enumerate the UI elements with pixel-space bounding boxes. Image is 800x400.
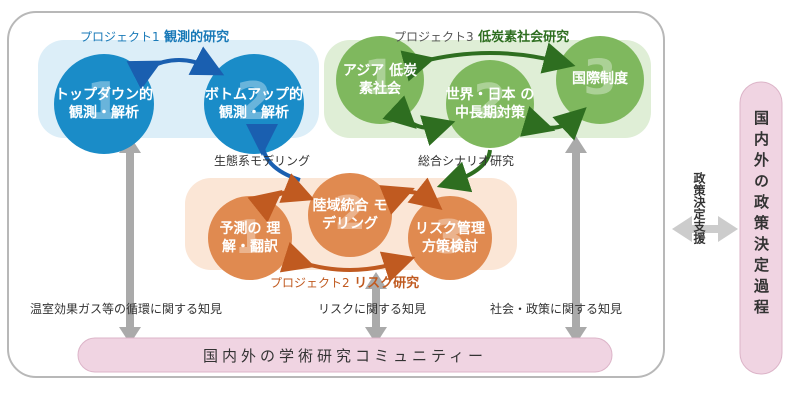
project1-title-main: 観測的研究 (164, 30, 230, 45)
p3-circle3-label: 国際制度 (572, 71, 628, 87)
project1-title: プロジェクト1 観測的研究 (80, 26, 229, 45)
p2-circle-2 (308, 173, 392, 257)
p2-arrow-3 (279, 241, 416, 283)
p3-circle2-label: 世界・日本 の中長期対策 (445, 87, 535, 121)
p1-circle1-number: 1 (85, 72, 123, 132)
p3-circle-2 (446, 60, 534, 148)
community-bar (77, 337, 613, 373)
community-label: 国内外の学術研究コミュニティー (202, 347, 488, 365)
risk-knowledge-label: リスクに関する知見 (318, 302, 427, 316)
p3-circle-3 (556, 36, 644, 124)
p2-arrow-1 (247, 173, 315, 223)
project3-title: プロジェクト3 低炭素社会研究 (394, 26, 569, 45)
arrow-policy-support (672, 216, 738, 242)
p2-circle1-number: 1 (233, 210, 266, 264)
p2-circle1-label: 予測の 理解・翻訳 (219, 221, 281, 255)
p1-circle2-label: ボトムアップ的 観測・解析 (205, 87, 303, 121)
p1-circle2-number: 2 (235, 72, 273, 132)
p1-interlink-arrow (126, 46, 225, 90)
p3-circle3-number: 3 (583, 50, 617, 106)
p2-circle3-number: 3 (433, 210, 466, 264)
p3-circle2-number: 2 (473, 74, 507, 130)
project3-title-prefix: プロジェクト3 (394, 30, 474, 44)
project2-title: プロジェクト2 リスク研究 (270, 272, 419, 291)
p3-circle1-number: 1 (363, 50, 397, 106)
p1-circle1-label: トップダウン的 観測・解析 (55, 87, 153, 121)
project2-title-main: リスク研究 (354, 276, 420, 291)
p3-right-arrow (520, 106, 587, 141)
arrow-society-knowledge (565, 136, 587, 344)
project3-title-main: 低炭素社会研究 (478, 30, 570, 45)
greenhouse-knowledge-label: 温室効果ガス等の循環に関する知見 (30, 302, 223, 316)
policy-process-bar (739, 81, 783, 375)
p2-arrow-2 (379, 177, 443, 215)
p3-top-arrow (400, 42, 576, 82)
scenario-research-label: 総合シナリオ研究 (418, 154, 515, 168)
project2-title-prefix: プロジェクト2 (270, 276, 350, 290)
society-knowledge-label: 社会・政策に関する知見 (490, 302, 623, 316)
p2-circle-3 (408, 196, 492, 280)
p3-left-arrow (382, 95, 456, 146)
p2-circle2-number: 2 (333, 186, 366, 240)
p3-circle1-label: アジア 低炭素社会 (342, 63, 418, 97)
p2-circle3-label: リスク管理 方策検討 (415, 221, 485, 255)
ecosystem-modeling-label: 生態系モデリング (214, 154, 311, 168)
policy-support-label: 政策決定支援 (692, 172, 706, 244)
p2-circle2-label: 陸域統合 モデリング (312, 198, 388, 232)
scenario-arrow (436, 149, 492, 193)
project1-title-prefix: プロジェクト1 (80, 30, 160, 44)
p1-circle-2 (204, 54, 304, 154)
policy-process-label: 国内外の政策決定過程 (752, 110, 770, 320)
